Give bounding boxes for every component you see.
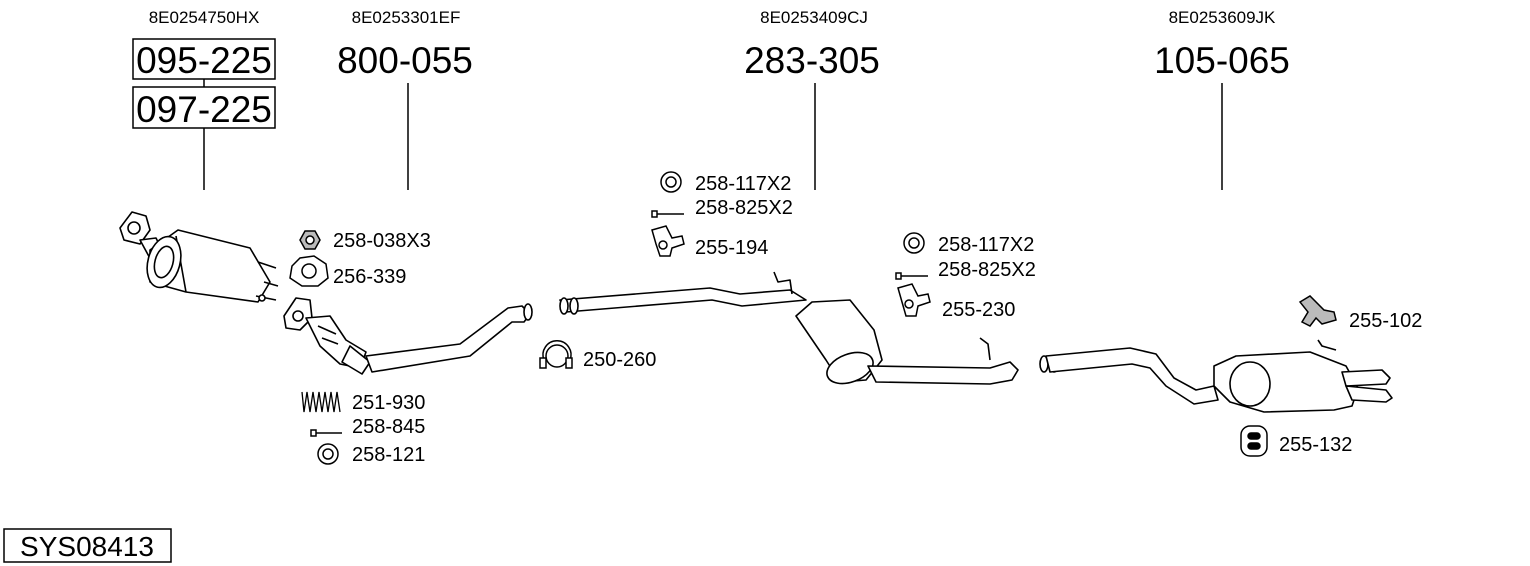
part-number-front-pipe[interactable]: 800-055 — [337, 40, 473, 81]
hanger-icon — [651, 225, 685, 257]
accessory-label-256-339[interactable]: 256-339 — [333, 266, 406, 288]
part-number-dpf-2[interactable]: 097-225 — [136, 89, 272, 130]
part-number-center-silencer[interactable]: 283-305 — [744, 40, 880, 81]
oem-number-front-pipe: 8E0253301EF — [352, 8, 461, 27]
accessory-label-258-038x3[interactable]: 258-038X3 — [333, 230, 431, 252]
ring-icon — [903, 232, 925, 254]
dpf-drawing — [119, 211, 279, 303]
ring-icon — [317, 443, 339, 465]
nut-icon — [299, 230, 321, 250]
accessory-label-255-194[interactable]: 255-194 — [695, 237, 768, 259]
center-silencer-drawing — [559, 271, 1019, 385]
part-number-dpf-1[interactable]: 095-225 — [136, 40, 272, 81]
oem-number-rear-silencer: 8E0253609JK — [1169, 8, 1276, 27]
rear-silencer-drawing — [1039, 339, 1393, 413]
accessory-label-251-930[interactable]: 251-930 — [352, 392, 425, 414]
hanger-icon — [897, 283, 931, 317]
oem-number-dpf: 8E0254750HX — [149, 8, 260, 27]
accessory-label-250-260[interactable]: 250-260 — [583, 349, 656, 371]
rubber-mount-icon — [1240, 425, 1268, 457]
accessory-label-258-121[interactable]: 258-121 — [352, 444, 425, 466]
spring-icon — [301, 391, 341, 413]
accessory-label-258-825x2-center[interactable]: 258-825X2 — [695, 197, 793, 219]
bracket-icon — [1298, 295, 1337, 327]
accessory-label-255-102[interactable]: 255-102 — [1349, 310, 1422, 332]
oem-number-center-silencer: 8E0253409CJ — [760, 8, 868, 27]
ring-icon — [660, 171, 682, 193]
accessory-label-258-117x2-rear[interactable]: 258-117X2 — [938, 234, 1034, 256]
accessory-label-258-117x2-center[interactable]: 258-117X2 — [695, 173, 791, 195]
bolt-icon — [895, 272, 928, 280]
system-code-box — [3, 528, 172, 563]
accessory-label-258-825x2-rear[interactable]: 258-825X2 — [938, 259, 1036, 281]
bolt-icon — [310, 429, 342, 437]
part-number-rear-silencer[interactable]: 105-065 — [1154, 40, 1290, 81]
system-code: SYS08413 — [20, 531, 154, 562]
accessory-label-258-845[interactable]: 258-845 — [352, 416, 425, 438]
gasket-icon — [289, 255, 329, 287]
accessory-label-255-132[interactable]: 255-132 — [1279, 434, 1352, 456]
front-pipe-drawing — [283, 297, 533, 375]
clamp-icon — [539, 340, 573, 369]
accessory-label-255-230[interactable]: 255-230 — [942, 299, 1015, 321]
bolt-icon — [651, 210, 684, 218]
